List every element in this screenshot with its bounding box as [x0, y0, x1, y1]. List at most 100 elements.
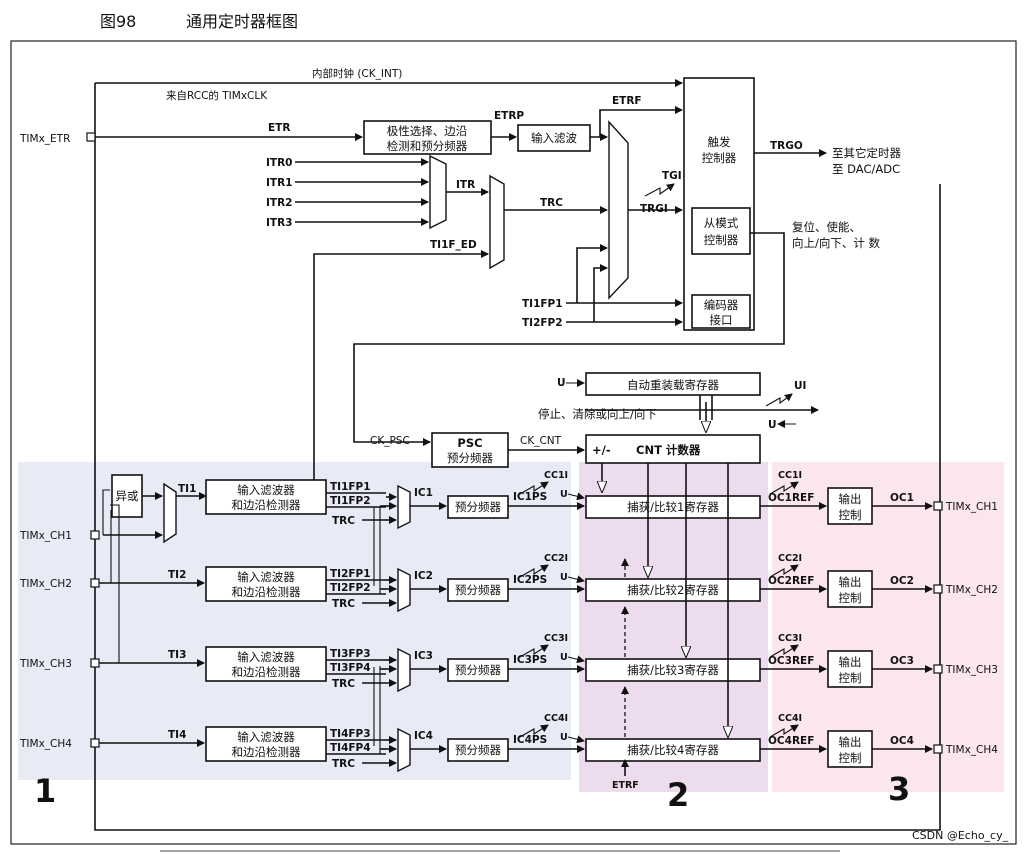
ck-psc-label: CK_PSC: [370, 435, 410, 447]
fp-cross-wiring: [373, 506, 381, 754]
etrf-label: ETRF: [612, 95, 642, 107]
ch3-input-pin: [90, 658, 100, 668]
ch1-prescaler-box: [447, 495, 509, 519]
ch3-icps-label: IC3PS: [513, 654, 547, 666]
ch4-trc-label: TRC: [332, 758, 355, 770]
ch1-icps-label: IC1PS: [513, 491, 547, 503]
ch4-ic-label: IC4: [414, 730, 433, 742]
rcc-label: 来自RCC的 TIMxCLK: [166, 89, 268, 102]
xor-box: [111, 474, 143, 518]
psc-line1: PSC: [457, 436, 482, 450]
ch2-capture-compare-register: [585, 578, 761, 602]
trgo-label: TRGO: [770, 140, 803, 152]
ch1-oc-line2: 控制: [839, 508, 862, 522]
ch3-ocref-label: OC3REF: [768, 655, 814, 667]
ch2-oc-line2: 控制: [839, 591, 862, 605]
ch2-input-filter-box: [205, 566, 327, 602]
ch1-fp-b-label: TI1FP2: [330, 495, 371, 507]
figure-title: 通用定时器框图: [186, 12, 298, 31]
ti2-label: TI2: [168, 569, 186, 581]
ch2-icps-label: IC2PS: [513, 574, 547, 586]
xor-text: 异或: [116, 489, 139, 503]
ch3-input-filter-box: [205, 646, 327, 682]
psc-box: [431, 432, 509, 468]
etr-pin: [86, 132, 96, 142]
ch2-ic-mux: [397, 567, 411, 613]
tgi-label: TGI: [662, 170, 682, 182]
ch4-cc-text: 捕获/比较4寄存器: [627, 743, 719, 757]
ch1-trc-label: TRC: [332, 515, 355, 527]
input-filter-text: 输入滤波: [531, 131, 577, 145]
ch3-oc-line2: 控制: [839, 671, 862, 685]
ch3-filter-line2: 和边沿检测器: [232, 665, 301, 679]
ch4-prescaler-box: [447, 738, 509, 762]
itr0-label: ITR0: [266, 157, 292, 169]
ti4-label: TI4: [168, 729, 186, 741]
ch1-oc-line1: 输出: [839, 492, 862, 506]
ch2-input-pin: [90, 578, 100, 588]
ch4-input-pin: [90, 738, 100, 748]
ch4-ocref-label: OC4REF: [768, 735, 814, 747]
ch3-ic-label: IC3: [414, 650, 433, 662]
ch1-input-pin: [90, 530, 100, 540]
ch2-oc-label: OC2: [890, 575, 914, 587]
trgi-label: TRGI: [640, 203, 668, 215]
ch3-oc-label: OC3: [890, 655, 914, 667]
ti3-label: TI3: [168, 649, 186, 661]
ch4-oc-line1: 输出: [839, 735, 862, 749]
polarity-select-box: [363, 120, 492, 155]
trc-mux: [489, 174, 505, 270]
ch4-out-label: TIMx_CH4: [945, 744, 998, 756]
reset-line1: 复位、使能、: [792, 220, 861, 234]
etr-label: ETR: [268, 122, 290, 134]
itr3-label: ITR3: [266, 217, 292, 229]
auto-reload-register: [585, 372, 761, 396]
slave-line1: 从模式: [704, 216, 739, 230]
ch3-cc-text: 捕获/比较3寄存器: [627, 663, 719, 677]
ch1-ic-label: IC1: [414, 487, 433, 499]
encoder-line2: 接口: [710, 313, 733, 327]
ch3-output-pin: [933, 664, 943, 674]
reset-line2: 向上/向下、计 数: [792, 236, 881, 250]
ck-cnt-label: CK_CNT: [520, 435, 562, 447]
ti1-label: TI1: [178, 483, 196, 495]
ch1-ocref-label: OC1REF: [768, 492, 814, 504]
ch1-fp-a-label: TI1FP1: [330, 481, 371, 493]
ch3-filter-line1: 输入滤波器: [237, 650, 295, 664]
psc-line2: 预分频器: [447, 451, 493, 465]
ch4-capture-compare-register: [585, 738, 761, 762]
trigger-mux: [608, 120, 629, 300]
outer-frame: [10, 40, 1017, 845]
ch4-icps-label: IC4PS: [513, 734, 547, 746]
polarity-line2: 检测和预分频器: [387, 139, 468, 153]
ch2-fp-a-label: TI2FP1: [330, 568, 371, 580]
region-number-2: 2: [667, 776, 689, 814]
ch1-oc-label: OC1: [890, 492, 914, 504]
itr-mux: [429, 154, 447, 230]
ch1-cci-out-label: CC1I: [778, 470, 802, 481]
ch2-prescaler-text: 预分频器: [455, 583, 501, 597]
ti1-mux: [163, 482, 177, 544]
slave-line2: 控制器: [704, 233, 739, 247]
region-number-3: 3: [888, 770, 910, 808]
encoder-box: [691, 294, 751, 329]
trigger-controller-box: [683, 77, 755, 331]
ui-label: UI: [794, 380, 806, 392]
ti1f-ed-label: TI1F_ED: [430, 239, 477, 251]
ch2-cci-label: CC2I: [544, 553, 568, 564]
trigger-line1: 触发: [708, 135, 731, 149]
region-number-1: 1: [34, 772, 56, 810]
itr2-label: ITR2: [266, 197, 292, 209]
ch1-output-control-box: [827, 487, 873, 525]
ch3-oc-line1: 输出: [839, 655, 862, 669]
ch2-pin-label: TIMx_CH2: [19, 578, 72, 590]
cnt-counter-box: [585, 434, 761, 464]
input-filter-box: [517, 124, 591, 152]
ch4-ic-mux: [397, 727, 411, 773]
ch3-ic-mux: [397, 647, 411, 693]
ch3-capture-compare-register: [585, 658, 761, 682]
ch4-oc-line2: 控制: [839, 751, 862, 765]
ch4-fp-a-label: TI4FP3: [330, 728, 371, 740]
ch3-prescaler-text: 预分频器: [455, 663, 501, 677]
